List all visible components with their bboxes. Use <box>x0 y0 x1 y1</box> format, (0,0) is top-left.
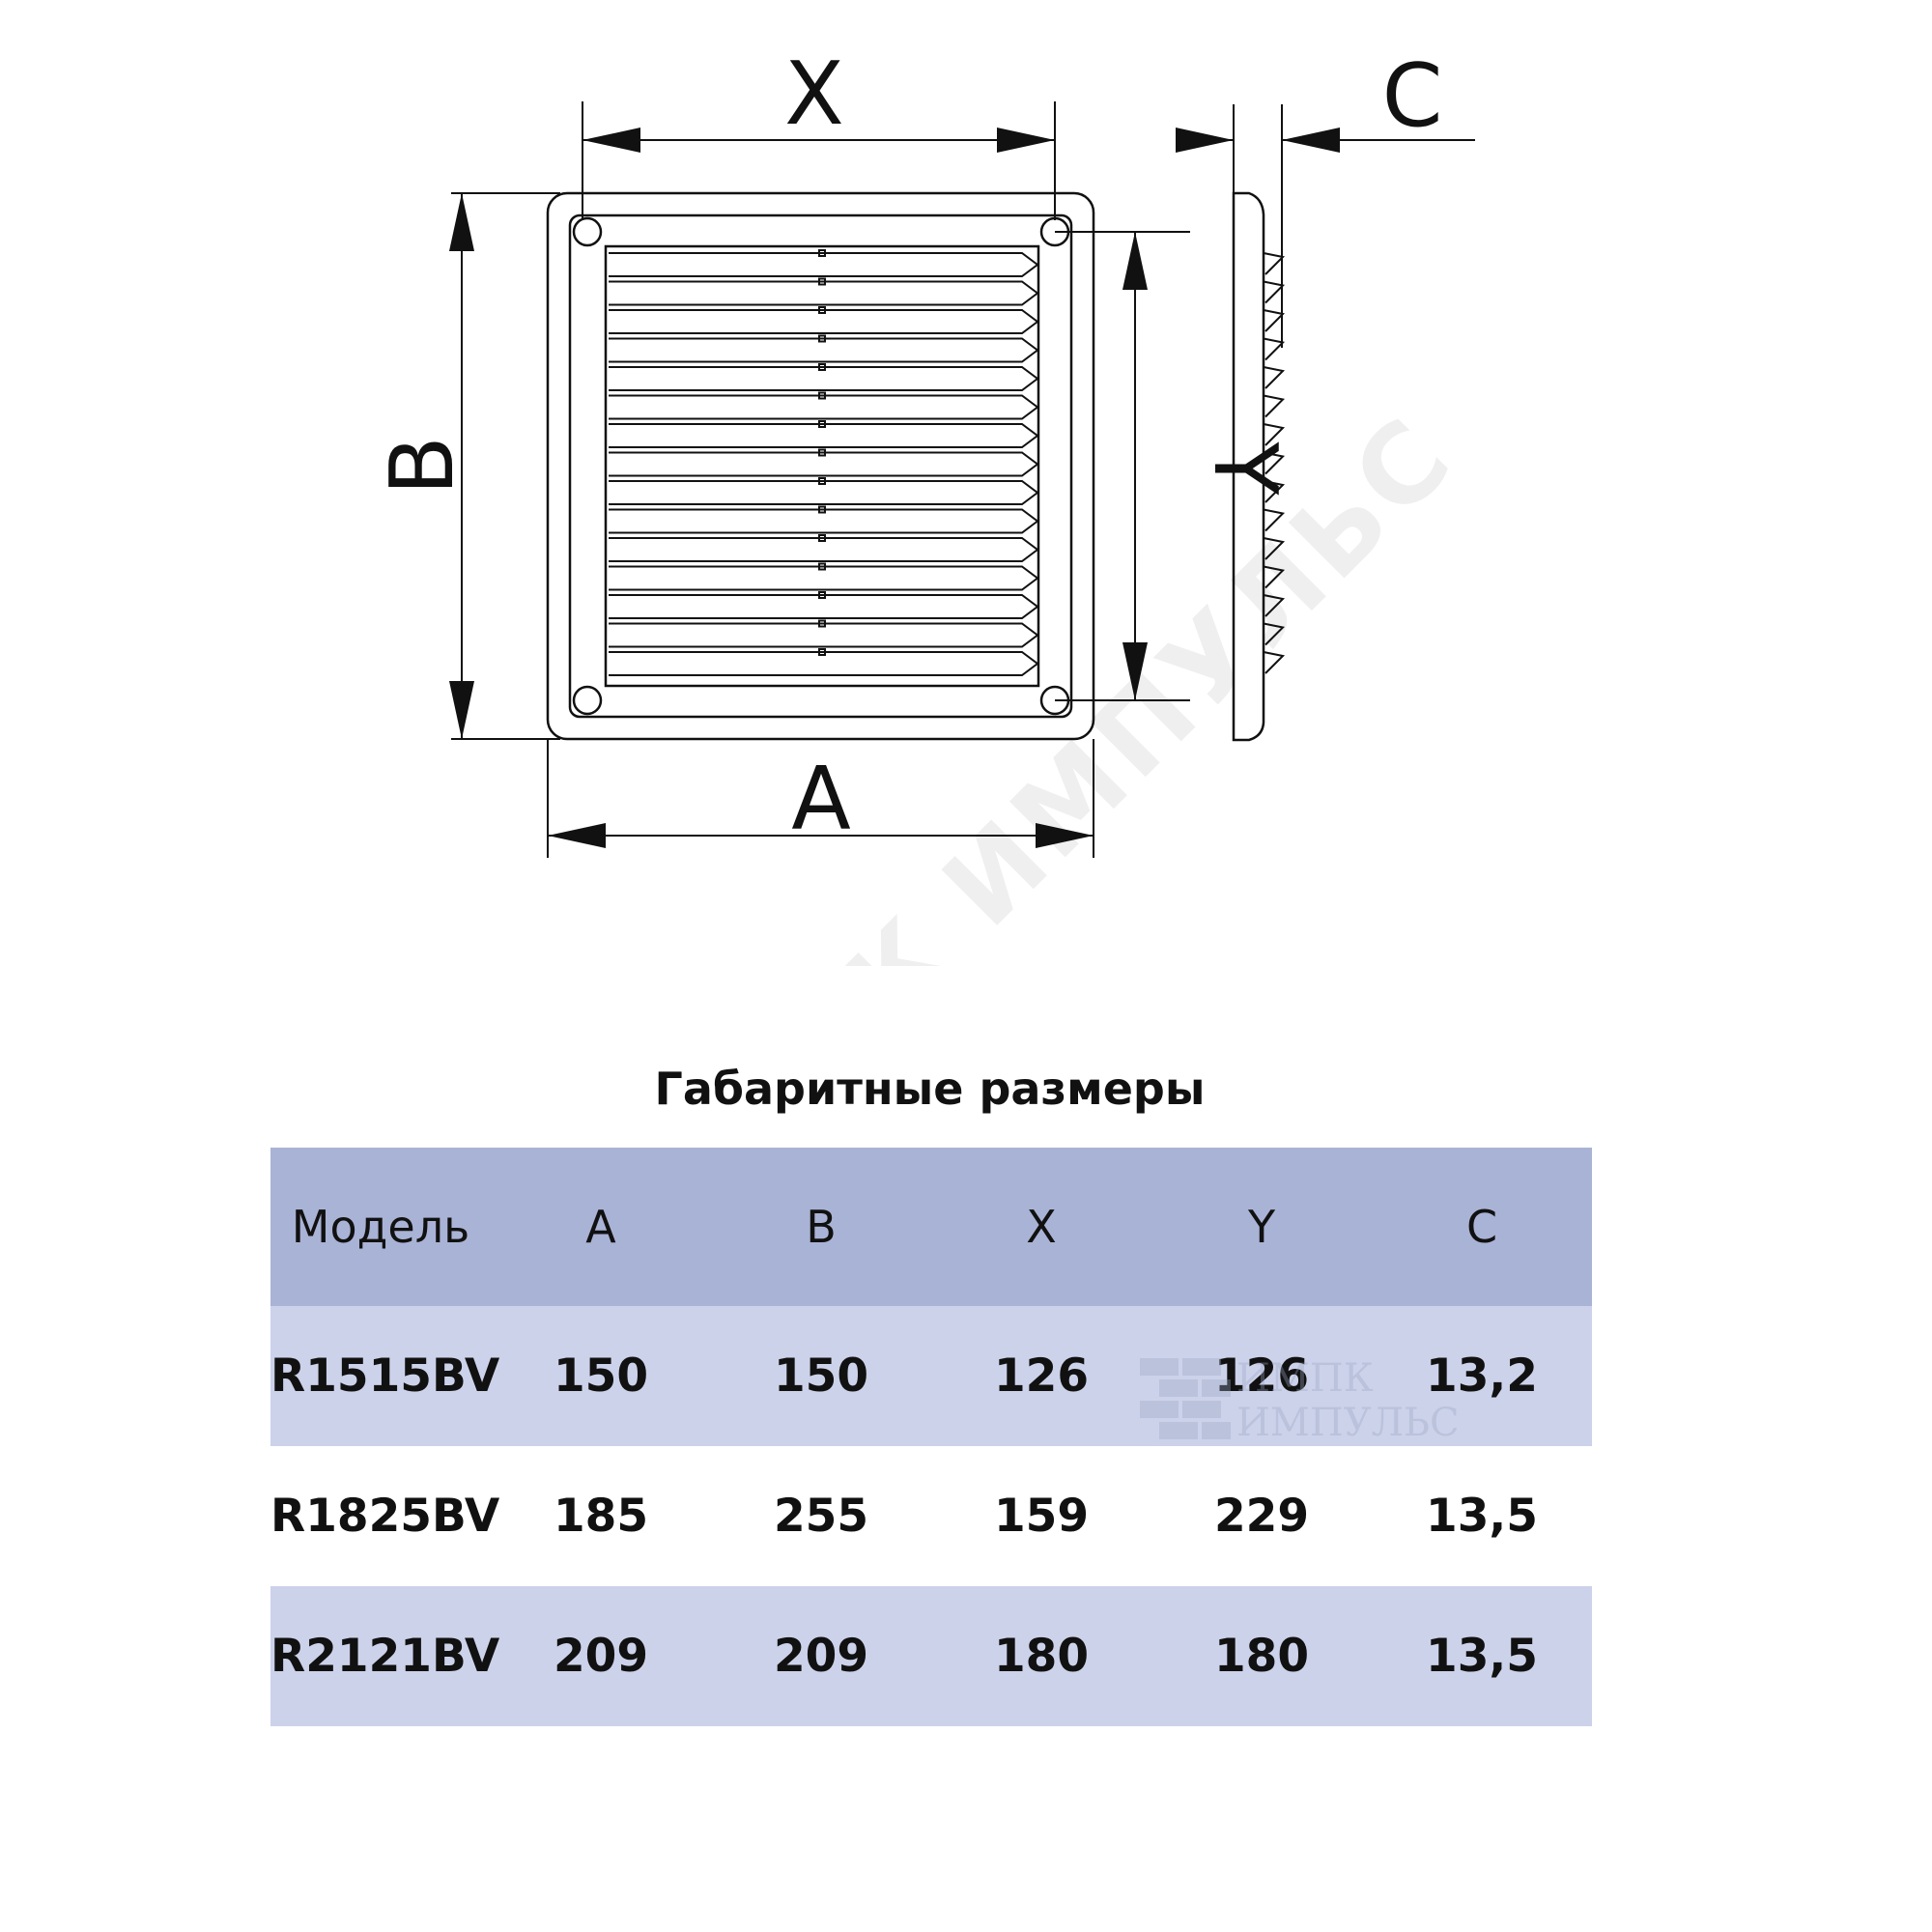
cell-x: 180 <box>993 1630 1090 1683</box>
louver-slat <box>609 337 1039 363</box>
table-title: Габаритные размеры <box>654 1063 1206 1115</box>
louver-tab <box>818 277 826 286</box>
louver-slat <box>609 537 1039 562</box>
louver-slat <box>609 594 1039 619</box>
screw-hole-bottom-left <box>572 685 603 716</box>
cell-b: 255 <box>773 1490 869 1543</box>
label-c: C <box>1382 45 1443 147</box>
cell-y: 126 <box>1213 1350 1310 1403</box>
side-tooth <box>1263 280 1286 304</box>
logo-line2: ИМПУЛЬС <box>1236 1401 1459 1445</box>
cell-c: 13,2 <box>1426 1350 1538 1403</box>
screw-holes <box>572 216 1070 716</box>
louver-tab <box>818 477 826 485</box>
louver-tab <box>818 363 826 371</box>
cell-a: 209 <box>553 1630 649 1683</box>
side-tooth <box>1263 622 1286 646</box>
louver-tab <box>818 505 826 514</box>
table-row: R2121BV 209 209 180 180 13,5 <box>270 1586 1592 1726</box>
louver-slat <box>609 565 1039 591</box>
table-row: R1825BV 185 255 159 229 13,5 <box>270 1446 1592 1586</box>
cell-model: R2121BV <box>270 1630 500 1683</box>
louver-slat <box>609 423 1039 448</box>
louver-tab <box>818 648 826 656</box>
cell-b: 209 <box>773 1630 869 1683</box>
louver-slat <box>609 622 1039 648</box>
front-view <box>546 191 1095 741</box>
inner-frame <box>568 213 1073 719</box>
cell-y: 180 <box>1213 1630 1310 1683</box>
louver-tab <box>818 534 826 542</box>
cell-c: 13,5 <box>1426 1490 1538 1543</box>
cell-x: 126 <box>993 1350 1090 1403</box>
watermark: ИМПК ИМПУЛЬС <box>606 392 1478 966</box>
louver-panel <box>604 244 1040 688</box>
label-b: B <box>372 436 473 496</box>
side-tooth <box>1263 451 1286 475</box>
header-model: Модель <box>291 1201 470 1253</box>
side-tooth <box>1263 594 1286 617</box>
side-tooth <box>1263 252 1286 275</box>
label-y: Y <box>1194 441 1295 497</box>
louver-slat <box>609 366 1039 391</box>
cell-y: 229 <box>1213 1490 1310 1543</box>
side-tooth <box>1263 366 1286 389</box>
louver-slat <box>609 451 1039 477</box>
side-tooth <box>1263 565 1286 589</box>
header-a: A <box>585 1201 616 1253</box>
louver-tab <box>818 420 826 428</box>
louver-slat <box>609 394 1039 420</box>
louver-tab <box>818 391 826 400</box>
header-y: Y <box>1247 1201 1276 1253</box>
cell-a: 150 <box>553 1350 649 1403</box>
louver-tab <box>818 334 826 343</box>
table-row: R1515BV 150 150 126 126 13,2 <box>270 1306 1592 1446</box>
side-frame <box>1232 191 1265 742</box>
header-x: X <box>1026 1201 1057 1253</box>
louver-tab <box>818 448 826 457</box>
louver-slat <box>609 480 1039 505</box>
louvers <box>609 249 1039 676</box>
louver-slat <box>609 252 1039 277</box>
label-a: A <box>791 749 851 850</box>
side-louver-teeth <box>1263 252 1286 674</box>
side-tooth <box>1263 651 1286 674</box>
side-tooth <box>1263 309 1286 332</box>
side-tooth <box>1263 508 1286 532</box>
side-tooth <box>1263 423 1286 446</box>
table-header-row: Модель A B X Y C <box>270 1148 1592 1306</box>
cell-a: 185 <box>553 1490 649 1543</box>
louver-tab <box>818 591 826 599</box>
louver-slat <box>609 280 1039 306</box>
cell-x: 159 <box>993 1490 1090 1543</box>
louver-slat <box>609 309 1039 334</box>
side-tooth <box>1263 480 1286 503</box>
label-x: X <box>784 43 844 145</box>
brick-logo-icon <box>1140 1358 1231 1439</box>
cell-model: R1515BV <box>270 1350 500 1403</box>
cell-b: 150 <box>773 1350 869 1403</box>
dimension-lines <box>449 101 1475 858</box>
header-b: B <box>806 1201 837 1253</box>
louver-tab <box>818 249 826 257</box>
side-tooth <box>1263 337 1286 361</box>
dimensions-table: Модель A B X Y C R1515BV 150 150 126 126… <box>270 1148 1592 1726</box>
side-tooth <box>1263 394 1286 418</box>
outer-frame <box>546 191 1095 741</box>
logo-line1: ИМПК <box>1236 1356 1374 1401</box>
header-c: C <box>1465 1201 1498 1253</box>
louver-tab <box>818 306 826 314</box>
cell-model: R1825BV <box>270 1490 500 1543</box>
side-tooth <box>1263 537 1286 560</box>
side-view <box>1232 191 1286 742</box>
cell-c: 13,5 <box>1426 1630 1538 1683</box>
brand-logo: ИМПК ИМПУЛЬС <box>1140 1356 1459 1445</box>
grille-dimension-drawing: ИМПК ИМПУЛЬС <box>372 43 1478 966</box>
screw-hole-top-left <box>572 216 603 247</box>
louver-slat <box>609 508 1039 534</box>
louver-tab <box>818 562 826 571</box>
louver-slat <box>609 651 1039 676</box>
watermark-text: ИМПК ИМПУЛЬС <box>606 392 1478 966</box>
louver-tab <box>818 619 826 628</box>
